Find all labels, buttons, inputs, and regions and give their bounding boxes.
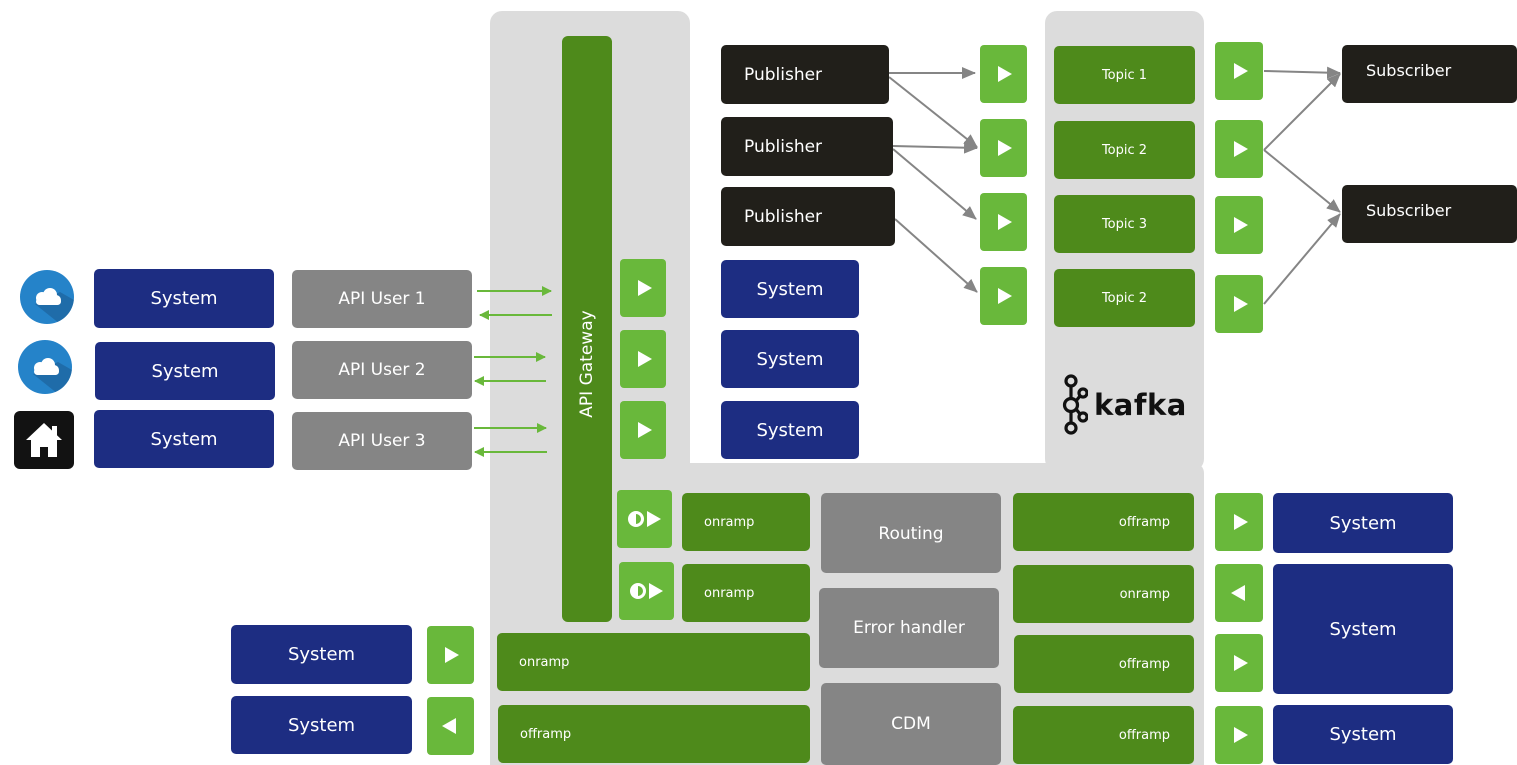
onramp-toggle-button[interactable] [617, 490, 672, 548]
play-icon [445, 647, 459, 663]
play-button[interactable] [1215, 706, 1263, 764]
play-button[interactable] [1215, 196, 1263, 254]
system-box[interactable]: System [95, 342, 275, 400]
play-icon [637, 280, 652, 296]
play-icon [1233, 296, 1248, 312]
subscriber-box[interactable]: Subscriber [1342, 45, 1517, 103]
play-button[interactable] [1215, 120, 1263, 178]
cloud-icon [20, 270, 74, 324]
play-icon [1233, 63, 1248, 79]
system-box[interactable]: System [1273, 493, 1453, 553]
publish-arrow [892, 148, 977, 220]
subscribe-arrow [1263, 149, 1341, 213]
play-icon [637, 351, 652, 367]
system-box[interactable]: System [1273, 705, 1453, 764]
system-box[interactable]: System [231, 625, 412, 684]
onramp-box[interactable]: onramp [682, 493, 810, 551]
cloud-icon [18, 340, 72, 394]
play-icon [998, 214, 1012, 230]
play-icon [998, 140, 1012, 156]
play-icon [1233, 727, 1248, 743]
kafka-logo: kafka [1062, 374, 1190, 436]
play-button[interactable] [980, 119, 1027, 177]
offramp-box[interactable]: offramp [1014, 635, 1194, 693]
api-user-box[interactable]: API User 1 [292, 270, 472, 328]
play-button[interactable] [620, 259, 666, 317]
back-button[interactable] [1215, 564, 1263, 622]
play-button[interactable] [980, 45, 1027, 103]
api-gateway-label: API Gateway [577, 310, 597, 418]
play-icon [998, 66, 1012, 82]
publish-arrow [892, 141, 978, 154]
play-icon [647, 511, 661, 527]
onramp-box[interactable]: onramp [682, 564, 810, 622]
system-box[interactable]: System [231, 696, 412, 754]
play-icon [998, 288, 1012, 304]
topic-box[interactable]: Topic 1 [1054, 46, 1195, 104]
offramp-box[interactable]: offramp [1013, 493, 1194, 551]
publisher-box[interactable]: Publisher [721, 45, 889, 104]
cdm-box[interactable]: CDM [821, 683, 1001, 765]
topic-box[interactable]: Topic 3 [1054, 195, 1195, 253]
system-box[interactable]: System [721, 330, 859, 388]
kafka-icon [1062, 374, 1088, 435]
onramp-toggle-button[interactable] [619, 562, 674, 620]
api-gateway-bar[interactable]: API Gateway [562, 36, 612, 622]
publisher-box[interactable]: Publisher [721, 117, 893, 176]
play-button[interactable] [980, 193, 1027, 251]
play-button[interactable] [620, 330, 666, 388]
onramp-bar[interactable]: onramp [497, 633, 810, 691]
offramp-box[interactable]: offramp [1013, 706, 1194, 764]
subscribe-arrow [1263, 213, 1341, 305]
play-icon [637, 422, 652, 438]
publish-arrow [894, 218, 978, 293]
system-box[interactable]: System [1273, 564, 1453, 694]
reverse-play-icon [1230, 585, 1245, 601]
subscribe-arrow [1263, 66, 1341, 79]
reverse-play-icon [442, 718, 456, 734]
kafka-wordmark: kafka [1094, 388, 1187, 422]
subscribe-arrow [1263, 73, 1341, 151]
play-button[interactable] [620, 401, 666, 459]
play-icon [649, 583, 663, 599]
play-icon [1233, 655, 1248, 671]
system-box[interactable]: System [721, 260, 859, 318]
play-button[interactable] [427, 626, 474, 684]
system-box[interactable]: System [94, 410, 274, 468]
publish-arrow [888, 76, 978, 148]
back-button[interactable] [427, 697, 474, 755]
play-button[interactable] [1215, 275, 1263, 333]
error-handler-box[interactable]: Error handler [819, 588, 999, 668]
subscriber-box[interactable]: Subscriber [1342, 185, 1517, 243]
system-box[interactable]: System [721, 401, 859, 459]
play-icon [1233, 141, 1248, 157]
play-button[interactable] [980, 267, 1027, 325]
play-button[interactable] [1215, 634, 1263, 692]
toggle-icon [628, 511, 644, 527]
play-icon [1233, 514, 1248, 530]
play-button[interactable] [1215, 493, 1263, 551]
offramp-bar[interactable]: offramp [498, 705, 810, 763]
play-button[interactable] [1215, 42, 1263, 100]
toggle-icon [630, 583, 646, 599]
onramp-box[interactable]: onramp [1013, 565, 1194, 623]
api-user-box[interactable]: API User 3 [292, 412, 472, 470]
routing-box[interactable]: Routing [821, 493, 1001, 573]
topic-box[interactable]: Topic 2 [1054, 121, 1195, 179]
system-box[interactable]: System [94, 269, 274, 328]
home-icon [14, 411, 74, 469]
topic-box[interactable]: Topic 2 [1054, 269, 1195, 327]
play-icon [1233, 217, 1248, 233]
publisher-box[interactable]: Publisher [721, 187, 895, 246]
api-user-box[interactable]: API User 2 [292, 341, 472, 399]
